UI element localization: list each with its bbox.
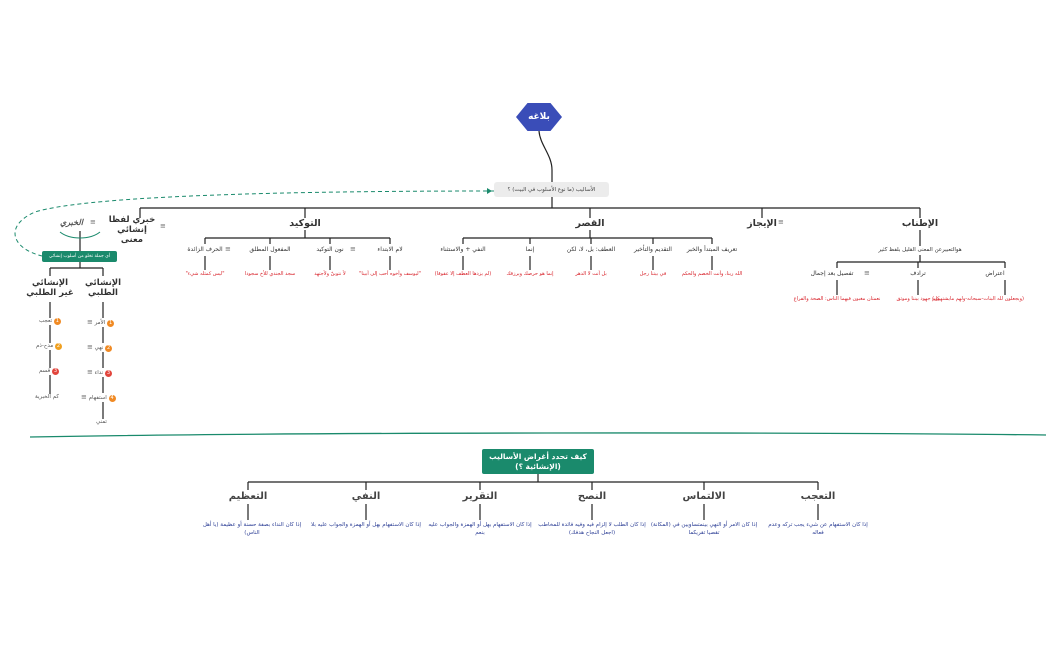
list-item-label: نهي xyxy=(94,345,104,351)
qasr-item-label[interactable]: العطف: بل، لا، لكن xyxy=(566,246,616,253)
qasr-item-label[interactable]: النفي + والاستثناء xyxy=(440,246,486,253)
itnab-item-label[interactable]: تفصيل بعد إجمال xyxy=(810,270,854,277)
tawkid-item-example: "ليس كمثله شيء" xyxy=(185,271,225,277)
list-item[interactable]: 2 مدح-ذم xyxy=(35,343,63,350)
itnab-item-example: نعمتان مغبون فيهما الناس: الصحة والفراغ xyxy=(793,296,881,302)
qasr-item-label[interactable]: التقديم والتأخير xyxy=(634,246,672,253)
note-icon: ≡ xyxy=(160,222,166,230)
list-item-label: الأمر xyxy=(94,320,106,326)
insha-ghair-line2: غير الطلبي xyxy=(26,288,74,299)
branch-ijaz[interactable]: الإيجاز xyxy=(747,218,777,229)
branch-khabari-lafzan[interactable]: خبري لفظا إنشائي معنى xyxy=(108,215,156,245)
root-node[interactable]: بلاغه xyxy=(516,103,562,131)
branch-itnab[interactable]: الإطناب xyxy=(901,218,939,229)
tawkid-item-label[interactable]: نون التوكيد xyxy=(316,246,344,253)
note-icon: ≡ xyxy=(87,343,93,351)
number-badge: 3 xyxy=(104,370,112,377)
tawkid-item-example: سجد الجندي للأخ سجودا xyxy=(244,271,296,277)
tawkid-item-example: لأ نتوبنّ ولأجتهد xyxy=(314,271,346,277)
number-badge: 2 xyxy=(105,345,113,352)
qasr-item-label[interactable]: إنما xyxy=(525,246,535,253)
insha-talabi-title[interactable]: الإنشائي الطلبي xyxy=(85,278,121,298)
list-item[interactable]: 3 قسم xyxy=(38,368,60,375)
question-node[interactable]: الأساليب (ما نوع الأسلوب في البيت) ؟ xyxy=(494,182,609,197)
number-badge: 1 xyxy=(107,320,115,327)
qasr-item-example: بل أنت لا الدهر xyxy=(575,271,607,277)
list-item[interactable]: كم الخبرية xyxy=(34,394,60,400)
list-item[interactable]: 1 الأمر ≡ xyxy=(86,318,116,327)
purpose-desc: إذا كان الطلب لا إلزام فيه وفيه فائدة لل… xyxy=(538,522,646,536)
list-item-label: استفهام xyxy=(88,395,107,401)
purpose-desc: إذا كان الاستفهام بهل أو الهمزة والجواب … xyxy=(311,522,421,528)
number-badge: 3 xyxy=(51,368,59,375)
list-item[interactable]: تمني xyxy=(95,419,108,425)
list-item-label: تمني xyxy=(96,419,107,425)
itnab-item-label[interactable]: اعتراض xyxy=(985,270,1005,277)
note-icon: ≡ xyxy=(81,393,87,401)
insha-talabi-line1: الإنشائي xyxy=(84,278,122,288)
insha-ghair-title[interactable]: الإنشائي غير الطلبي xyxy=(26,278,73,298)
purpose-desc: إذا كان النداء بصفة حسنة أو عظيمة (يا أه… xyxy=(202,522,302,536)
purpose-desc: إذا كان الامر أو النهي بينمتساويين في (ا… xyxy=(650,522,758,536)
list-item-label: كم الخبرية xyxy=(35,394,59,400)
itnab-item-example: (ويجعلون لله البنات-سبحانه-ولهم مايشتهون… xyxy=(932,296,1024,302)
note-icon: ≡ xyxy=(87,368,93,376)
purpose-title[interactable]: النفي xyxy=(351,491,381,502)
khabari-definition-box[interactable]: أي جملة تخلو من أسلوب إنشائي xyxy=(42,251,117,262)
note-icon: ≡ xyxy=(864,269,870,277)
purpose-title[interactable]: التعظيم xyxy=(228,491,268,502)
purpose-title[interactable]: التقرير xyxy=(462,491,498,502)
qasr-item-example: الله ربنا، وأنت الخصم والحكم xyxy=(681,271,743,277)
note-icon: ≡ xyxy=(350,245,356,253)
how-to-determine-box[interactable]: كيف تحدد أغراض الأساليب (الإنشائية ؟) xyxy=(482,449,594,474)
itnab-definition: هوالتعبيرعن المعنى القليل بلفظ كثير xyxy=(878,247,962,253)
note-icon: ≡ xyxy=(778,218,784,226)
number-badge: 1 xyxy=(53,318,61,325)
purpose-desc: إذا كان الاستفهام بهل أو الهمزة والجواب … xyxy=(428,522,532,536)
number-badge: 4 xyxy=(108,395,116,402)
list-item[interactable]: 4 استفهام ≡ xyxy=(80,393,117,402)
list-item-label: قسم xyxy=(39,368,51,374)
note-icon: ≡ xyxy=(90,218,96,226)
list-item[interactable]: 1 تعجب xyxy=(38,318,62,325)
tawkid-item-label[interactable]: الحرف الزائدة xyxy=(187,246,223,253)
note-icon: ≡ xyxy=(87,318,93,326)
root-label: بلاغه xyxy=(528,112,550,122)
branch-qasr[interactable]: القصر xyxy=(575,218,605,229)
list-item-label: نداء xyxy=(94,370,104,376)
tawkid-item-example: "ليوسف وأخوه أحب إلى أبينا" xyxy=(359,271,421,277)
list-item[interactable]: 2 نهي ≡ xyxy=(86,343,114,352)
branch-khabari[interactable]: الخبري xyxy=(60,218,83,227)
qasr-item-example: في بيتنا رجل xyxy=(639,271,667,277)
qasr-item-example: إنما هو حرصك ويرزقك xyxy=(506,271,554,277)
purpose-title[interactable]: النصح xyxy=(577,491,607,502)
purpose-title[interactable]: الالتماس xyxy=(682,491,726,502)
note-icon: ≡ xyxy=(225,245,231,253)
qasr-item-label[interactable]: تعريف المبتدأ والخبر xyxy=(686,246,738,253)
list-item[interactable]: 3 نداء ≡ xyxy=(86,368,113,377)
tawkid-item-label[interactable]: لام الابتداء xyxy=(377,246,403,253)
purpose-desc: إذا كان الاستفهام عن شيء يجب تركه وعدم ف… xyxy=(768,522,868,536)
branch-tawkid[interactable]: التوكيد xyxy=(289,218,321,229)
tawkid-item-label[interactable]: المفعول المطلق xyxy=(249,246,291,253)
list-item-label: تعجب xyxy=(39,318,53,324)
list-item-label: مدح-ذم xyxy=(36,343,54,349)
itnab-item-label[interactable]: ترادف xyxy=(910,270,926,277)
purpose-title[interactable]: التعجب xyxy=(800,491,836,502)
number-badge: 2 xyxy=(54,343,62,350)
itnab-item-example: كلم جهود بيننا وموثق xyxy=(896,296,940,302)
insha-talabi-line2: الطلبي xyxy=(88,288,118,299)
qasr-item-example: (لم يزدها العطف إلا عقوقا) xyxy=(434,271,492,277)
insha-ghair-line1: الإنشائي xyxy=(31,278,69,288)
